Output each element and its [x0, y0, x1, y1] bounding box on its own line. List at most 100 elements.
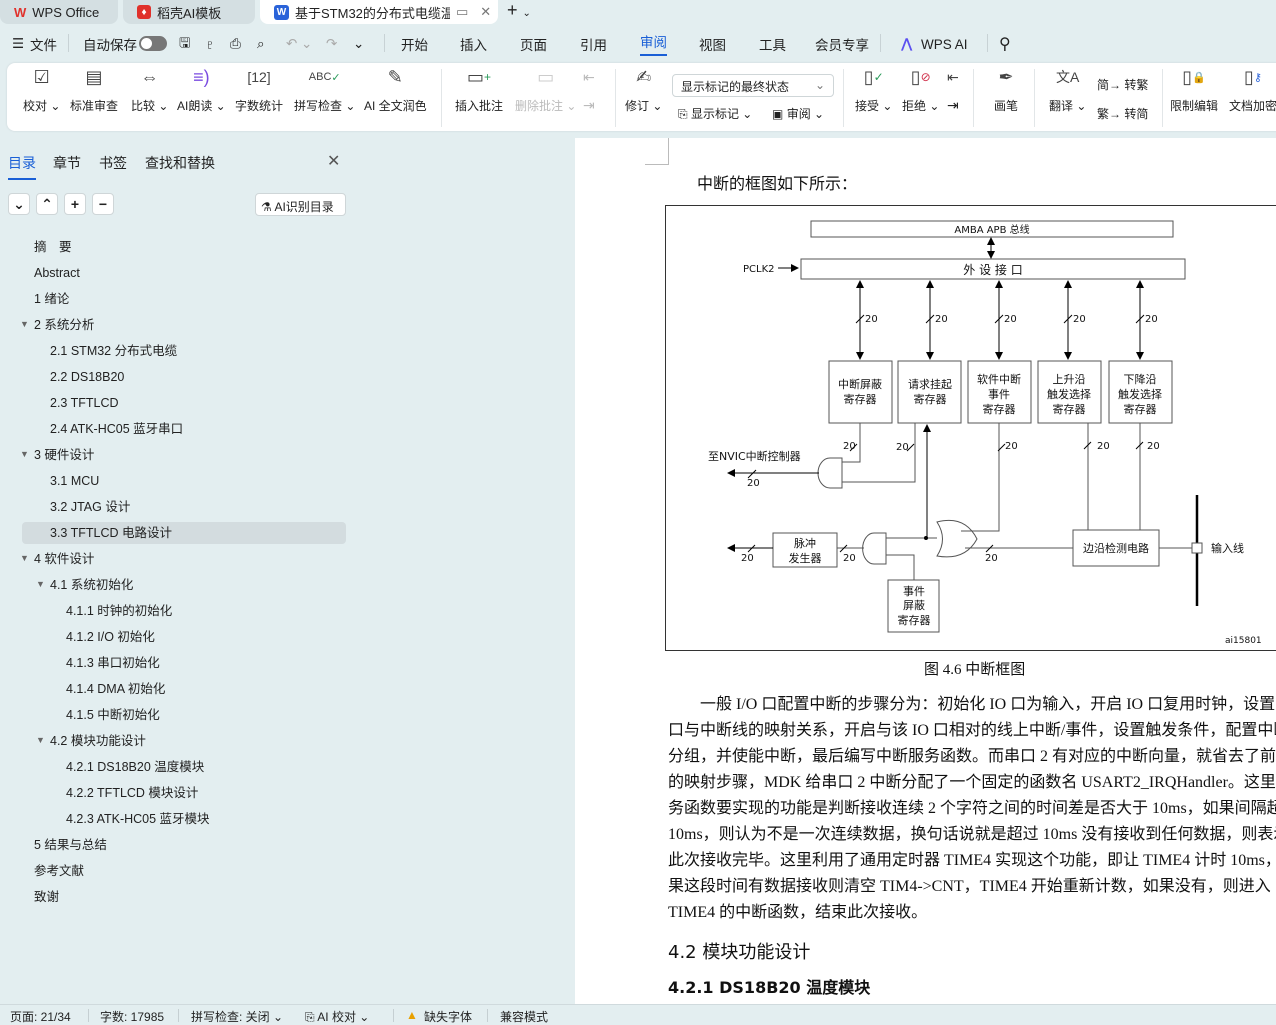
to-traditional-button[interactable]: 简→ 转繁 [1097, 76, 1148, 93]
toc-item[interactable]: 4.2.1 DS18B20 温度模块 [66, 756, 204, 778]
menu-hamburger-icon[interactable]: ☰ [12, 36, 24, 52]
toc-item[interactable]: 摘 要 [34, 236, 72, 258]
toc-item[interactable]: 4.2.3 ATK-HC05 蓝牙模块 [66, 808, 210, 830]
autosave-label: 自动保存 [83, 34, 137, 54]
toc-item[interactable]: 5 结果与总结 [34, 834, 107, 856]
toc-item[interactable]: 2.1 STM32 分布式电缆 [50, 340, 177, 362]
toc-item[interactable]: 2 系统分析 [34, 314, 94, 336]
tab-bookmarks[interactable]: 书签 [99, 153, 127, 173]
close-tab-icon[interactable]: ✕ [480, 4, 491, 20]
expand-down-button[interactable]: ⌄ [8, 193, 30, 215]
standard-review-button[interactable]: ▤标准审查 [70, 63, 118, 114]
toc-item[interactable]: 4.1.1 时钟的初始化 [66, 600, 172, 622]
toc-item[interactable]: 3.2 JTAG 设计 [50, 496, 130, 518]
word-count[interactable]: 字数: 17985 [100, 1008, 164, 1025]
menu-file[interactable]: 文件 [30, 34, 57, 54]
search-icon[interactable]: ⚲ [999, 34, 1011, 54]
review-pane-button[interactable]: ▣ 审阅 ⌄ [772, 105, 824, 122]
toc-item[interactable]: 2.3 TFTLCD [50, 392, 119, 414]
tab-chapters[interactable]: 章节 [53, 153, 81, 173]
toc-item[interactable]: 4.1.3 串口初始化 [66, 652, 160, 674]
next-change-button[interactable]: ⇤⇥ [947, 63, 959, 114]
toc-item[interactable]: 4.2 模块功能设计 [50, 730, 146, 752]
toc-item[interactable]: 4.1.2 I/O 初始化 [66, 626, 155, 648]
menu-member[interactable]: 会员专享 [815, 34, 869, 54]
toc-item[interactable]: 4.1.5 中断初始化 [66, 704, 160, 726]
toc-item[interactable]: Abstract [34, 262, 80, 284]
delete-comment-button[interactable]: ▭删除批注 ⌄ [515, 63, 576, 114]
expand-triangle-icon[interactable]: ▼ [20, 449, 29, 459]
bus-width-label: 20 [1004, 314, 1017, 325]
revise-button[interactable]: ✍修订 ⌄ [625, 63, 662, 114]
page-indicator[interactable]: 页面: 21/34 [10, 1008, 71, 1025]
redo-icon[interactable]: ↷ [326, 36, 337, 52]
reject-button[interactable]: ▯⊘拒绝 ⌄ [902, 63, 939, 114]
print-icon[interactable]: ⎙ [230, 36, 241, 52]
spell-check-button[interactable]: ABC✓拼写检查 ⌄ [294, 63, 355, 114]
lock-doc-icon: ▯🔒 [1170, 63, 1218, 91]
expand-triangle-icon[interactable]: ▼ [36, 579, 45, 589]
more-chevron-icon[interactable]: ⌄ [353, 36, 364, 52]
toc-item[interactable]: 4.1 系统初始化 [50, 574, 133, 596]
to-simplified-button[interactable]: 繁→ 转简 [1097, 105, 1148, 122]
new-tab-button[interactable]: + ⌄ [507, 0, 531, 21]
ai-polish-button[interactable]: ✎AI 全文润色 [364, 63, 427, 114]
ai-read-button[interactable]: ≡)AI朗读 ⌄ [177, 63, 226, 114]
expand-triangle-icon[interactable]: ▼ [36, 735, 45, 745]
ai-proofread-status[interactable]: ⎘ AI 校对 ⌄ [305, 1008, 369, 1025]
toc-item[interactable]: 3.3 TFTLCD 电路设计 [50, 522, 172, 544]
menu-insert[interactable]: 插入 [460, 34, 487, 54]
menu-references[interactable]: 引用 [580, 34, 607, 54]
menu-page[interactable]: 页面 [520, 34, 547, 54]
restrict-edit-button[interactable]: ▯🔒限制编辑 [1170, 63, 1218, 114]
undo-icon[interactable]: ↶ ⌄ [286, 36, 312, 52]
menu-view[interactable]: 视图 [699, 34, 726, 54]
pen-button[interactable]: ✒画笔 [994, 63, 1018, 114]
translate-icon: 文A [1049, 63, 1086, 91]
close-icon[interactable]: ✕ [327, 151, 340, 171]
ai-toc-button[interactable]: ⚗ AI识别目录 [255, 193, 346, 216]
menu-tools[interactable]: 工具 [759, 34, 786, 54]
compare-button[interactable]: ⇔比较 ⌄ [131, 63, 168, 114]
toc-item[interactable]: 4.1.4 DMA 初始化 [66, 678, 165, 700]
toc-item[interactable]: 3 硬件设计 [34, 444, 94, 466]
expand-triangle-icon[interactable]: ▼ [20, 553, 29, 563]
missing-font-status[interactable]: 缺失字体 [424, 1008, 472, 1025]
menu-wps-ai[interactable]: WPS AI [921, 37, 968, 52]
add-level-button[interactable]: + [64, 193, 86, 215]
toc-item[interactable]: 4 软件设计 [34, 548, 94, 570]
toc-item[interactable]: 2.2 DS18B20 [50, 366, 124, 388]
show-markup-button[interactable]: ⎘ 显示标记 ⌄ [678, 105, 752, 122]
menu-review[interactable]: 审阅 [640, 31, 667, 56]
toc-item[interactable]: 致谢 [34, 886, 59, 908]
accept-button[interactable]: ▯✓接受 ⌄ [855, 63, 892, 114]
autosave-toggle[interactable] [139, 36, 167, 51]
toc-item[interactable]: 1 绪论 [34, 288, 69, 310]
markup-state-select[interactable]: 显示标记的最终状态⌄ [672, 74, 834, 97]
tab-docer[interactable]: ♦稻壳AI模板 [123, 0, 255, 24]
remove-level-button[interactable]: − [92, 193, 114, 215]
word-count-button[interactable]: [12]字数统计 [235, 63, 283, 114]
print-preview-icon[interactable]: ⌕ [257, 36, 265, 52]
diagram-label: 寄存器 [1053, 402, 1086, 416]
toc-item[interactable]: 3.1 MCU [50, 470, 99, 492]
encrypt-button[interactable]: ▯⚷文档加密 [1229, 63, 1276, 114]
tab-toc[interactable]: 目录 [8, 153, 36, 180]
toc-item[interactable]: 4.2.2 TFTLCD 模块设计 [66, 782, 198, 804]
spell-check-status[interactable]: 拼写检查: 关闭 ⌄ [191, 1008, 283, 1025]
save-icon[interactable]: 🖫 [179, 33, 191, 56]
insert-comment-button[interactable]: ▭+插入批注 [455, 63, 503, 114]
tab-find-replace[interactable]: 查找和替换 [145, 153, 215, 173]
format-painter-icon[interactable]: ♇ [205, 37, 215, 52]
proofread-button[interactable]: ☑校对 ⌄ [23, 63, 60, 114]
toc-item[interactable]: 参考文献 [34, 860, 84, 882]
toc-item[interactable]: 2.4 ATK-HC05 蓝牙串口 [50, 418, 183, 440]
collapse-up-button[interactable]: ⌃ [36, 193, 58, 215]
prev-comment-button[interactable]: ⇤⇥ [583, 63, 595, 114]
expand-triangle-icon[interactable]: ▼ [20, 319, 29, 329]
diagram-label: 寄存器 [844, 392, 877, 406]
menu-start[interactable]: 开始 [401, 34, 428, 54]
